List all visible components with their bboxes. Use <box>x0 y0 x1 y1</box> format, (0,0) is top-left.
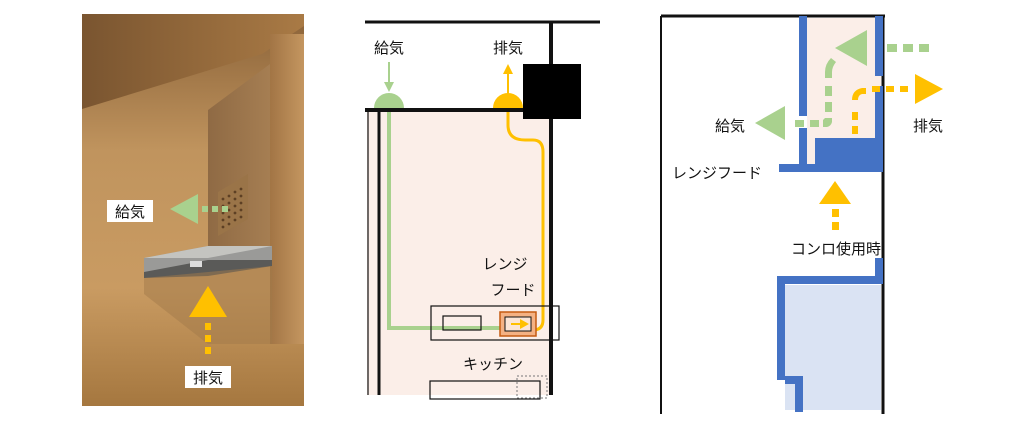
plan-supply-label: 給気 <box>374 39 404 57</box>
photo-panel: 給気 排気 <box>82 14 304 406</box>
cabinet <box>270 34 304 344</box>
plan-exhaust-label: 排気 <box>493 39 523 57</box>
supply-label-box <box>107 200 153 222</box>
exhaust-vent <box>493 93 523 108</box>
floor-plan-diagram: 給気 排気 レンジ フード キッチン <box>365 20 600 400</box>
kitchen-unit <box>429 380 541 400</box>
exhaust-duct-block <box>523 64 581 119</box>
wall-mid-left <box>799 128 807 168</box>
appliance-outline <box>516 375 548 399</box>
plan-panel: 給気 排気 レンジ フード キッチン <box>355 0 620 428</box>
section-exhaust-flow <box>852 74 943 134</box>
exhaust-arrow <box>189 286 227 354</box>
plan-kitchen-label: キッチン <box>463 355 523 373</box>
wall-upper-right <box>875 16 883 76</box>
exhaust-label-box <box>185 366 231 388</box>
section-supply-label: 給気 <box>715 117 745 135</box>
supply-airflow-path <box>387 112 505 330</box>
plan-exhaust-arrow <box>503 64 513 74</box>
exhaust-label: 排気 <box>193 369 223 387</box>
wall-upper-left <box>799 16 807 116</box>
countertop <box>777 276 883 284</box>
range-hood <box>144 246 272 278</box>
supply-label: 給気 <box>115 203 145 221</box>
vent-grille <box>218 174 248 236</box>
wall-lower-right <box>875 258 883 284</box>
supply-vent <box>374 93 404 108</box>
exhaust-airflow-path <box>506 112 545 332</box>
kitchen-counter <box>430 305 560 341</box>
section-panel: 排気 給気 レンジフード コンロ使用時 <box>655 0 1024 428</box>
cabinet-kickplate <box>795 376 803 412</box>
cabinet-left-side <box>777 276 785 380</box>
room-area <box>367 110 553 395</box>
stove-use-arrow <box>819 181 851 230</box>
section-stove-use-label: コンロ使用時 <box>791 240 881 258</box>
stove-exhaust-arrow <box>520 319 529 329</box>
supply-arrow <box>170 194 228 224</box>
range-hood-body <box>815 138 875 164</box>
section-diagram: 排気 給気 レンジフード コンロ使用時 <box>660 14 943 414</box>
ceiling <box>82 14 304 109</box>
plan-range-hood-label-1: レンジ <box>482 255 527 273</box>
sink <box>442 315 482 331</box>
section-supply-flow <box>755 30 929 140</box>
plan-supply-arrow <box>384 82 394 92</box>
section-exhaust-label: 排気 <box>913 117 943 135</box>
range-hood-photo: 給気 排気 <box>82 14 304 406</box>
section-range-hood-label: レンジフード <box>672 164 762 182</box>
range-hood-plate <box>779 164 883 172</box>
plan-range-hood-label-2: フード <box>490 281 535 299</box>
